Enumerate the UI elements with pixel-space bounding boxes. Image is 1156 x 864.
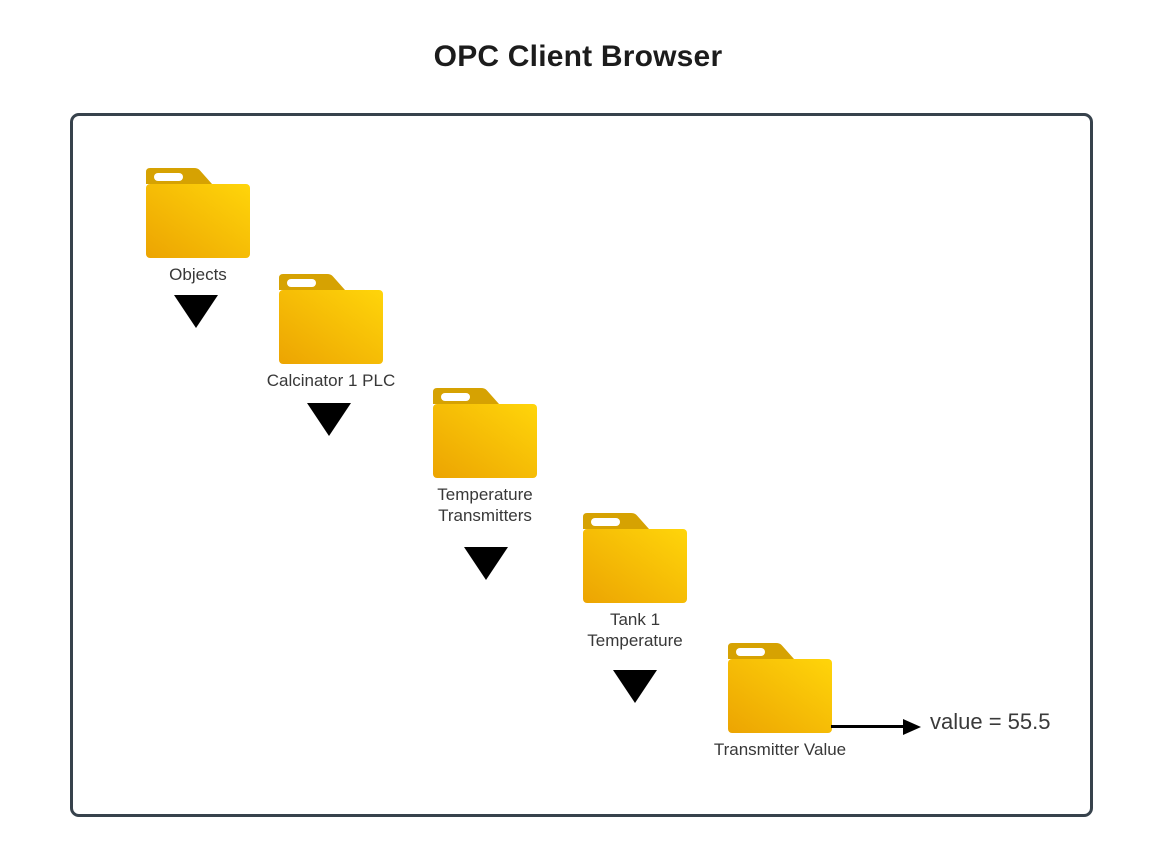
folder-icon[interactable] [583, 513, 687, 603]
node-label: Objects [169, 265, 227, 284]
tree-node-transmitter-value[interactable]: Transmitter Value [695, 643, 865, 760]
tree-node-calcinator-1-plc[interactable]: Calcinator 1 PLC [246, 274, 416, 391]
tree-node-temperature-transmitters[interactable]: Temperature Transmitters [400, 388, 570, 526]
value-readout: value = 55.5 [930, 709, 1051, 734]
folder-icon[interactable] [433, 388, 537, 478]
triangle-down-icon[interactable] [464, 547, 508, 580]
triangle-down-icon[interactable] [307, 403, 351, 436]
triangle-down-icon[interactable] [174, 295, 218, 328]
folder-icon[interactable] [146, 168, 250, 258]
node-label: Tank 1 Temperature [587, 610, 683, 650]
arrow-right-icon [903, 719, 921, 735]
node-label: Temperature Transmitters [437, 485, 533, 525]
folder-icon[interactable] [279, 274, 383, 364]
page-title: OPC Client Browser [433, 40, 723, 73]
tree-node-objects[interactable]: Objects [113, 168, 283, 285]
triangle-down-icon[interactable] [613, 670, 657, 703]
folder-icon[interactable] [728, 643, 832, 733]
node-label: Transmitter Value [713, 740, 847, 759]
browser-frame [70, 113, 1093, 817]
tree-node-tank-1-temperature[interactable]: Tank 1 Temperature [550, 513, 720, 651]
value-pointer-line [831, 725, 905, 728]
node-label: Calcinator 1 PLC [266, 371, 396, 390]
